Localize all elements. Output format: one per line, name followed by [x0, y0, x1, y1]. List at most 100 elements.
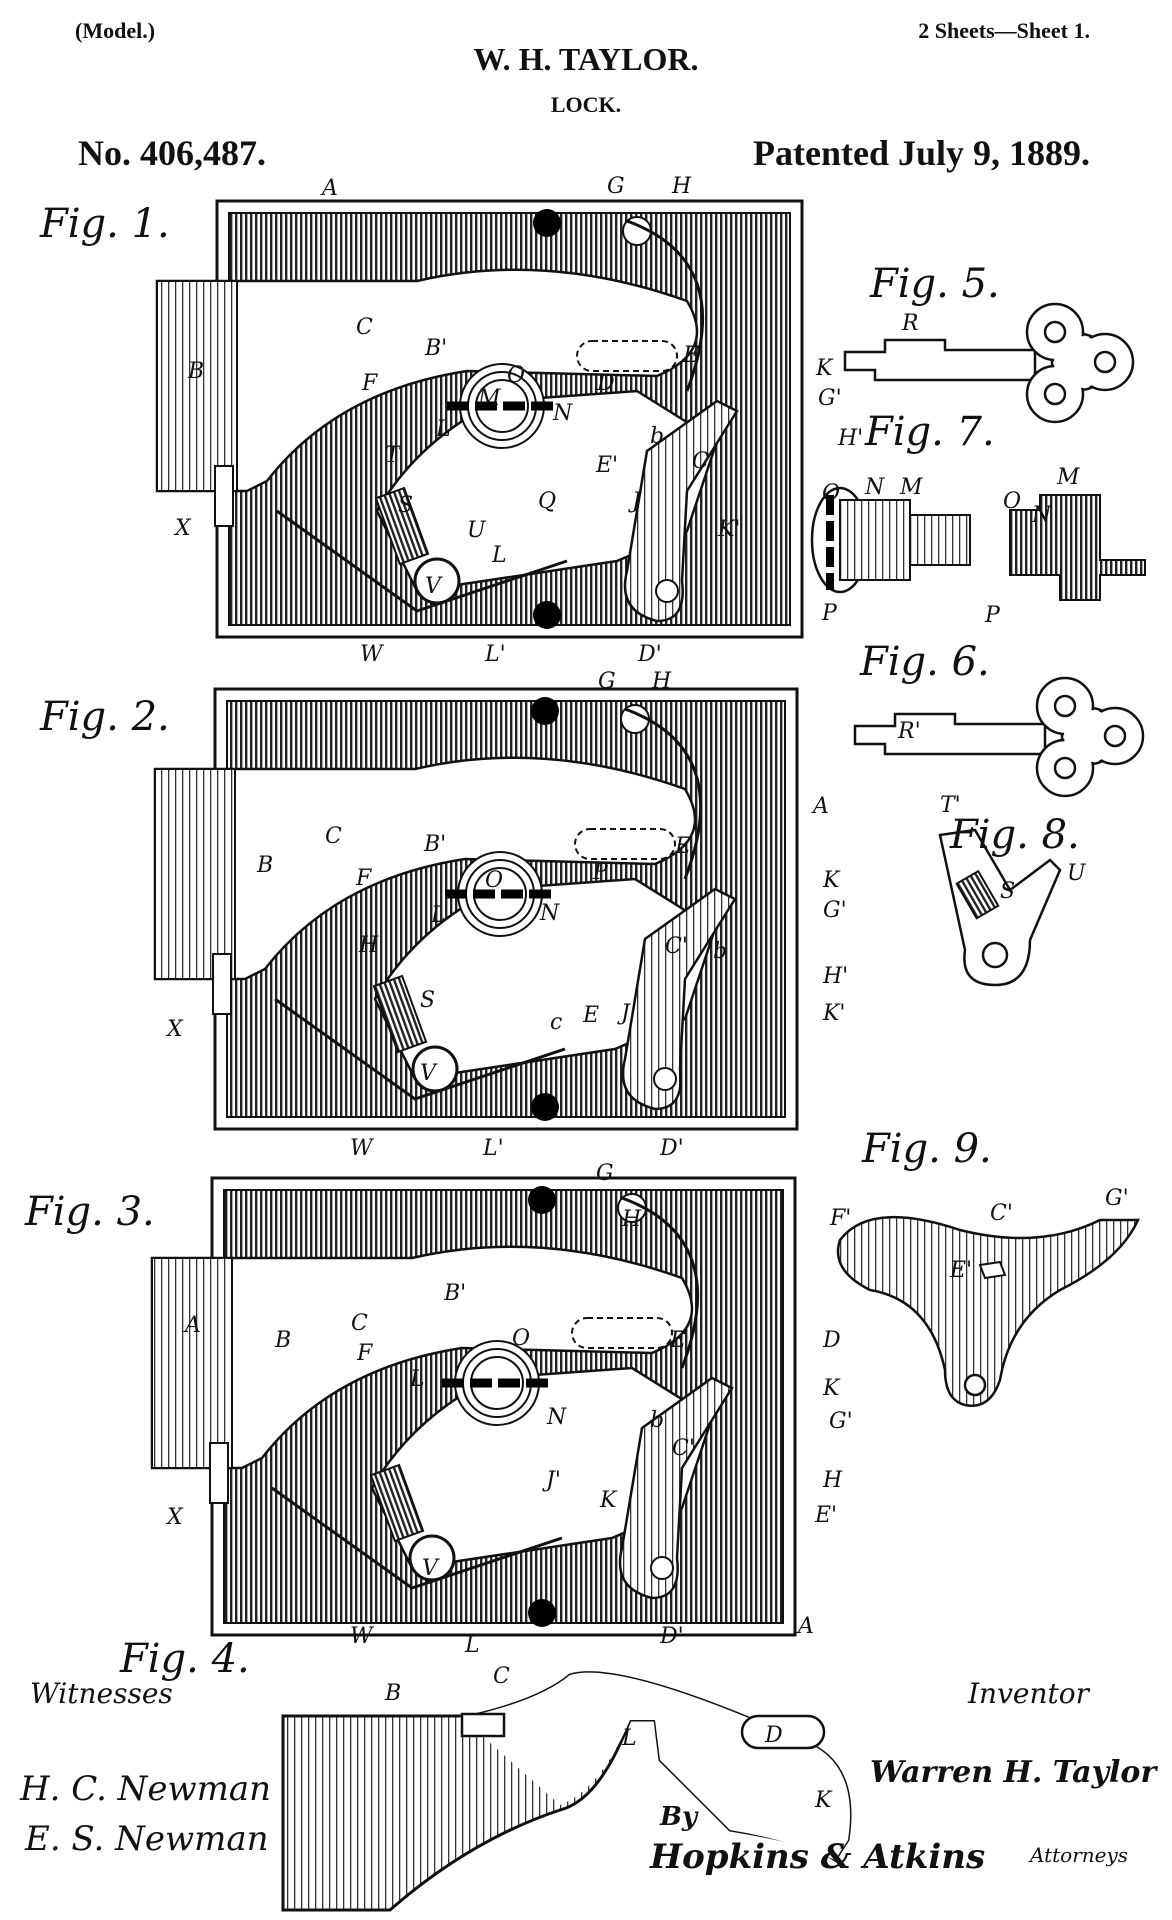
reference-label: S — [1000, 879, 1015, 904]
reference-label: S — [398, 493, 413, 518]
reference-label: X — [173, 516, 192, 541]
reference-label: D' — [659, 1136, 684, 1161]
reference-label: D' — [659, 1624, 684, 1649]
reference-label: L' — [484, 642, 506, 667]
reference-label: D' — [637, 642, 662, 667]
reference-label: B — [187, 359, 204, 384]
reference-label: b — [650, 1408, 664, 1433]
reference-label: U — [467, 518, 487, 543]
patent-header: (Model.) 2 Sheets—Sheet 1. W. H. TAYLOR.… — [75, 18, 1090, 173]
reference-label: K — [814, 1788, 833, 1813]
by-label: By — [659, 1802, 699, 1832]
reference-label: G' — [829, 1409, 853, 1434]
bolt-end — [156, 280, 238, 492]
reference-label: C' — [672, 1436, 695, 1461]
reference-label: E — [582, 1003, 599, 1028]
reference-label: N — [546, 1405, 567, 1430]
reference-label: K' — [717, 517, 740, 542]
figure-6-title: Fig. 6. — [859, 639, 990, 685]
reference-label: M — [1056, 465, 1080, 490]
reference-label: B' — [424, 336, 447, 361]
reference-label: V — [425, 574, 443, 599]
reference-label: M — [899, 475, 923, 500]
reference-label: O — [822, 481, 840, 506]
figure-2-lock-plate — [153, 687, 799, 1131]
bolt-end — [151, 1257, 233, 1469]
patent-date: Patented July 9, 1889. — [753, 133, 1090, 173]
figure-5-title: Fig. 5. — [869, 261, 1000, 307]
model-label: (Model.) — [75, 18, 155, 43]
reference-label: O — [512, 1326, 530, 1351]
figure-8-title: Fig. 8. — [949, 812, 1080, 858]
reference-label: A — [320, 176, 338, 201]
reference-label: A — [796, 1614, 814, 1639]
reference-label: V — [422, 1556, 440, 1581]
reference-label: K — [815, 356, 834, 381]
reference-label: B' — [423, 832, 446, 857]
reference-label: A — [811, 794, 829, 819]
reference-label: D — [596, 371, 615, 396]
reference-label: N — [552, 401, 573, 426]
reference-label: F' — [829, 1206, 851, 1231]
reference-label: M — [477, 386, 501, 411]
figure-1-lock-plate — [155, 199, 804, 639]
reference-label: D — [764, 1723, 783, 1748]
reference-label: K — [822, 868, 841, 893]
reference-label: L' — [482, 1136, 504, 1161]
reference-label: N — [1031, 503, 1052, 528]
witness-signature-2: E. S. Newman — [24, 1819, 269, 1859]
reference-label: L — [430, 903, 446, 928]
reference-label: V — [420, 1061, 438, 1086]
reference-label: L — [491, 543, 507, 568]
reference-label: H — [358, 933, 379, 958]
reference-label: B' — [443, 1281, 466, 1306]
reference-label: E' — [814, 1503, 837, 1528]
reference-label: H — [621, 1207, 642, 1232]
figure-5-key — [843, 302, 1135, 424]
patent-number: No. 406,487. — [78, 133, 266, 173]
reference-label: T — [385, 443, 402, 468]
witness-signature-1: H. C. Newman — [19, 1769, 271, 1809]
reference-label: H — [671, 174, 692, 199]
reference-label: J' — [542, 1468, 561, 1493]
reference-label: F — [356, 1341, 373, 1366]
reference-label: P — [984, 603, 1001, 628]
figure-3-lock-plate — [150, 1176, 797, 1637]
reference-label: E — [674, 834, 691, 859]
reference-label: G' — [1105, 1186, 1129, 1211]
bolt — [153, 756, 697, 981]
reference-label: R' — [897, 719, 921, 744]
reference-label: C' — [665, 934, 688, 959]
reference-label: H' — [837, 426, 863, 451]
reference-label: H' — [822, 964, 848, 989]
sheets-label: 2 Sheets—Sheet 1. — [918, 18, 1090, 43]
witnesses-label: Witnesses — [30, 1677, 173, 1710]
reference-label: B — [274, 1328, 291, 1353]
reference-label: L — [409, 1367, 425, 1392]
reference-label: W — [350, 1624, 375, 1649]
figure-4-title: Fig. 4. — [119, 1636, 250, 1682]
inventor-signature: Warren H. Taylor — [870, 1755, 1158, 1790]
reference-label: B — [256, 853, 273, 878]
reference-label: B — [384, 1681, 401, 1706]
reference-label: C — [325, 824, 342, 849]
reference-label: A — [183, 1313, 201, 1338]
reference-label: C — [351, 1311, 368, 1336]
bolt — [155, 268, 699, 493]
reference-label: E' — [595, 453, 618, 478]
bolt — [150, 1245, 694, 1470]
reference-label: G' — [818, 386, 842, 411]
reference-label: W — [360, 642, 385, 667]
figure-8-lever — [938, 828, 1062, 987]
reference-label: Q — [538, 489, 556, 514]
reference-label: N — [539, 901, 560, 926]
figure-1-title: Fig. 1. — [39, 201, 170, 247]
reference-label: L — [621, 1726, 637, 1751]
reference-label: T' — [940, 793, 961, 818]
figure-6-key — [853, 676, 1145, 798]
reference-label: L — [464, 1633, 480, 1658]
reference-label: E — [682, 343, 699, 368]
figure-3-title: Fig. 3. — [24, 1189, 155, 1235]
reference-label: G — [598, 669, 616, 694]
